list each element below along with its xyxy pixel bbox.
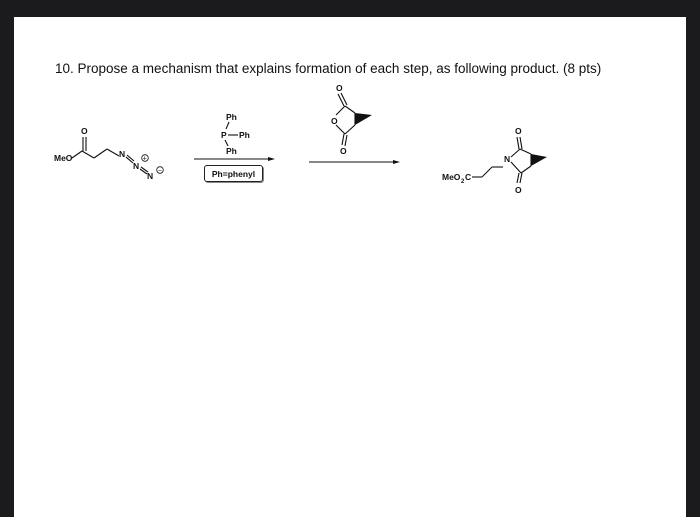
bicyclic-anhydride-structure: O O O xyxy=(331,83,372,156)
ph-right-label: Ph xyxy=(239,130,250,140)
bond xyxy=(335,124,346,135)
ph-top-label: Ph xyxy=(226,112,237,122)
document-page: 10. Propose a mechanism that explains fo… xyxy=(14,17,686,517)
plus-charge-label: + xyxy=(143,156,147,163)
bond xyxy=(106,148,120,157)
bond xyxy=(225,121,230,130)
bond xyxy=(510,161,522,174)
azide-n3-label: N xyxy=(147,171,153,181)
meo2c-c-label: C xyxy=(465,172,471,182)
bond xyxy=(140,166,149,173)
bond xyxy=(126,154,135,162)
meo2c-subscript: 2 xyxy=(461,179,465,185)
bond xyxy=(337,93,345,107)
anhydride-o-ring-label: O xyxy=(331,116,338,126)
arrow-head-1 xyxy=(268,157,275,161)
bond xyxy=(510,148,521,158)
minus-charge-label: − xyxy=(158,168,162,175)
azide-ester-structure: MeO O N N + N − xyxy=(54,126,164,181)
cyclopropane-wedge xyxy=(355,113,372,125)
meo2c-meo-label: MeO xyxy=(442,172,461,182)
arrow-head-2 xyxy=(393,160,400,164)
minus-charge-circle xyxy=(156,166,164,174)
triphenylphosphine-structure: Ph P Ph Ph xyxy=(221,112,250,156)
azide-n1-label: N xyxy=(119,149,125,159)
bond xyxy=(71,150,83,159)
bond xyxy=(344,124,356,135)
phenyl-note-label: Ph=phenyl xyxy=(211,168,256,179)
bond xyxy=(516,136,520,150)
bond xyxy=(341,133,345,146)
question-text: 10. Propose a mechanism that explains fo… xyxy=(55,61,602,76)
bond xyxy=(125,156,134,164)
azide-n2-label: N xyxy=(133,161,139,171)
bond xyxy=(81,150,95,159)
reaction-scheme: MeO O N N + N − Ph P Ph xyxy=(54,83,547,195)
cyclopropane-wedge xyxy=(531,154,547,166)
bond xyxy=(344,134,348,147)
bond xyxy=(224,139,229,147)
phenyl-note-box: Ph=phenyl xyxy=(204,165,263,182)
bond xyxy=(139,168,148,175)
bond xyxy=(519,148,532,155)
imide-o-bottom-label: O xyxy=(515,185,522,195)
imide-o-top-label: O xyxy=(515,126,522,136)
product-structure: MeO 2 C N O O xyxy=(442,126,547,195)
plus-charge-circle xyxy=(141,154,149,162)
meo-label: MeO xyxy=(54,153,73,163)
bond xyxy=(335,105,346,116)
bond xyxy=(344,105,356,114)
bond xyxy=(519,136,523,150)
bond xyxy=(481,166,493,178)
bond xyxy=(340,92,348,106)
imide-n-label: N xyxy=(504,154,510,164)
phosphorus-label: P xyxy=(221,130,227,140)
bond xyxy=(516,172,520,184)
bond xyxy=(520,165,532,174)
carbonyl-o-label: O xyxy=(81,126,88,136)
bond xyxy=(519,172,523,184)
anhydride-o-top-label: O xyxy=(336,83,343,93)
ph-bottom-label: Ph xyxy=(226,146,237,156)
anhydride-o-bottom-label: O xyxy=(340,146,347,156)
bond xyxy=(93,148,108,159)
